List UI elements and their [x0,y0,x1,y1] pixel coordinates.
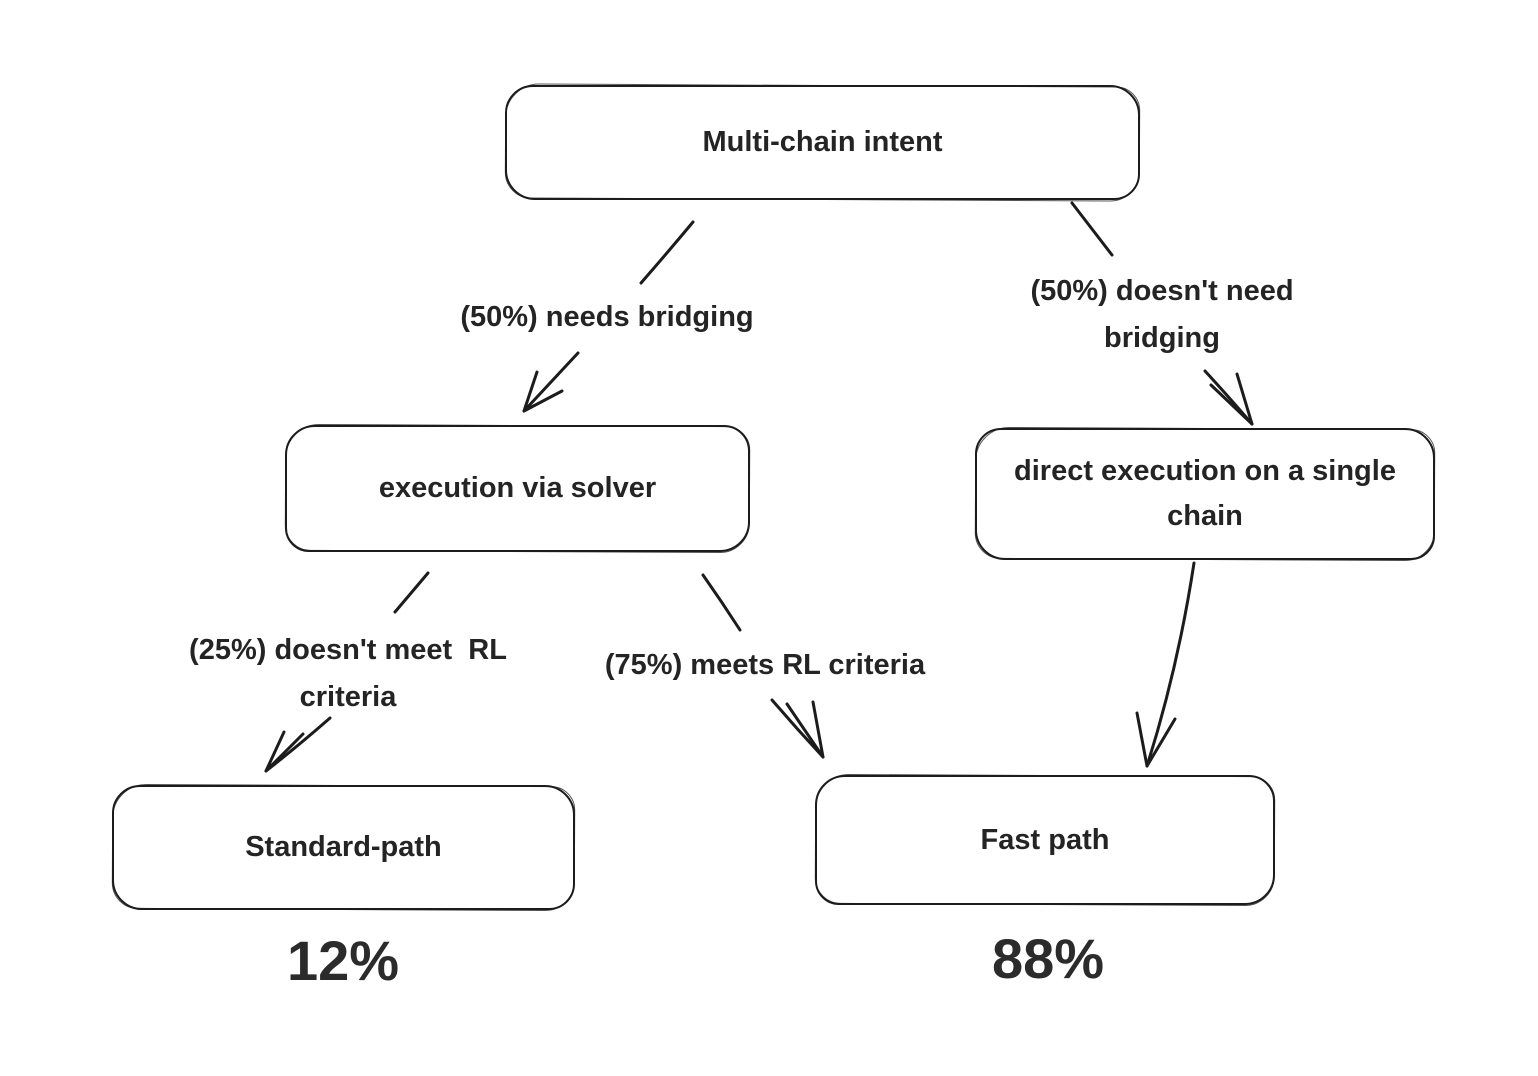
node-direct-execution-line-2: chain [1167,500,1243,532]
node-fast-path: Fast path [815,775,1275,905]
edge-label-doesnt-meet-rl-line-2: criteria [299,680,397,713]
edge-label-no-bridging-line-1: (50%) doesn't need [1030,275,1294,307]
edge-no-bridging-arrowhead [1209,372,1254,426]
node-standard-path: Standard-path [112,785,575,910]
result-standard-percent: 12% [143,928,543,993]
edge-label-no-bridging: (50%) doesn't need bridging [962,268,1362,362]
node-direct-execution-line-1: direct execution on a single [1014,455,1396,488]
node-multi-chain-intent: Multi-chain intent [505,85,1140,200]
result-fast-percent: 88% [848,926,1248,991]
edge-meets-rl-upper-line [701,573,742,632]
result-standard-percent-value: 12% [286,929,400,992]
edge-doesnt-meet-rl-upper-line [393,571,430,614]
edge-label-meets-rl: (75%) meets RL criteria [565,642,965,689]
edge-label-doesnt-meet-rl-line-1: (25%) doesn't meet RL [189,634,507,666]
edge-direct-to-fast-line [1145,561,1196,768]
edge-label-no-bridging-line-2: bridging [1104,321,1220,354]
node-fast-path-label: Fast path [980,823,1110,856]
node-multi-chain-intent-label: Multi-chain intent [702,126,943,159]
edge-needs-bridging-upper-line [639,220,695,285]
edge-needs-bridging-lower-line [522,351,580,413]
edge-label-meets-rl-text: (75%) meets RL criteria [604,649,926,681]
edge-needs-bridging-arrowhead [522,370,564,413]
edge-label-needs-bridging: (50%) needs bridging [407,294,807,341]
node-standard-path-label: Standard-path [245,831,442,864]
node-execution-via-solver-label: execution via solver [378,472,657,505]
node-execution-via-solver: execution via solver [285,425,750,552]
node-direct-execution: direct execution on a single chain [975,428,1435,560]
node-direct-execution-label: direct execution on a single chain [1014,449,1396,539]
edge-no-bridging-upper-line [1070,201,1114,257]
edge-label-needs-bridging-text: (50%) needs bridging [460,301,754,333]
edge-direct-to-fast-arrowhead [1135,711,1177,768]
result-fast-percent-value: 88% [991,927,1105,990]
edge-doesnt-meet-rl-arrowhead [264,730,305,773]
edge-meets-rl-arrowhead [785,700,825,759]
edge-label-doesnt-meet-rl: (25%) doesn't meet RL criteria [148,627,548,721]
